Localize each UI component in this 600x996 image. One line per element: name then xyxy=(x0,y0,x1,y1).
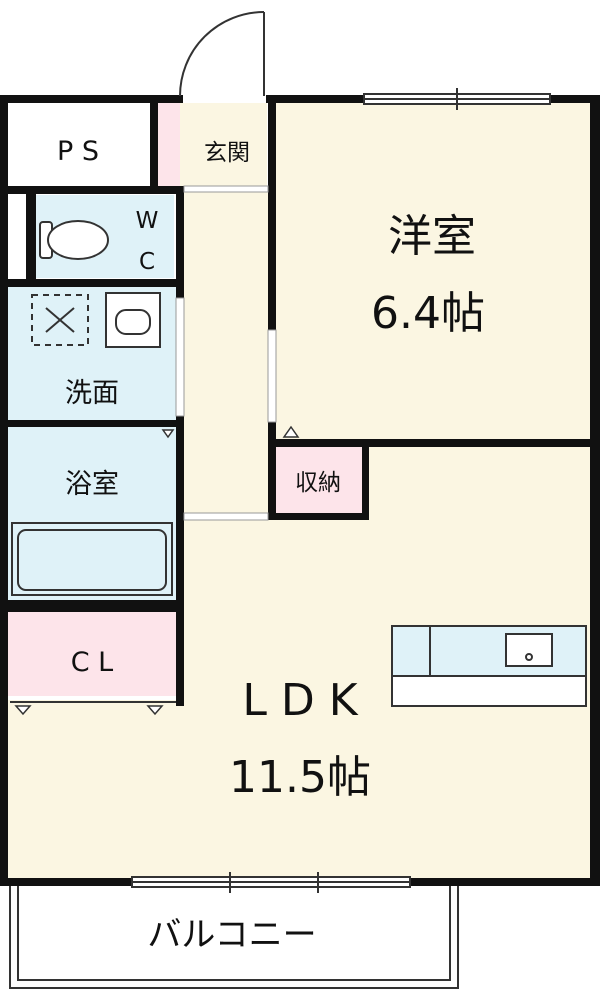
balcony-label: バルコニー xyxy=(147,915,316,955)
ldk-floor xyxy=(8,447,590,878)
shuno-label: 収納 xyxy=(295,470,341,496)
sink xyxy=(505,633,553,667)
counter-top xyxy=(391,625,587,677)
washbasin xyxy=(105,292,161,348)
washbasin-bowl xyxy=(115,309,151,335)
wc-label-c: C xyxy=(139,249,155,275)
wall-senmen-bottom xyxy=(8,420,176,427)
storage-strip-left-of-genkan xyxy=(158,103,180,186)
door-ldk-hall xyxy=(183,512,269,521)
wc-label-w: W xyxy=(136,208,159,234)
bathtub-inner xyxy=(17,529,167,591)
wall-left xyxy=(0,95,8,886)
ps-label: P S xyxy=(57,136,99,167)
balcony-inner xyxy=(17,886,451,981)
door-senmen xyxy=(175,297,185,417)
wall-yoshitsu-bottom xyxy=(276,439,590,447)
wall-wc-bottom xyxy=(8,279,184,287)
genkan-floor xyxy=(180,103,267,186)
cl-floor xyxy=(8,612,178,696)
wall-bath-bottom xyxy=(8,600,178,612)
wall-ps-bottom xyxy=(8,186,184,194)
yoshitsu-size: 6.4帖 xyxy=(371,288,485,339)
washer-space xyxy=(31,294,89,346)
yokushitsu-label: 浴室 xyxy=(65,469,119,500)
toilet-bowl xyxy=(47,220,109,260)
balcony xyxy=(9,886,459,989)
senmen-fixtures xyxy=(31,292,161,348)
wall-shuno-right xyxy=(362,447,369,520)
door-markers xyxy=(14,425,300,716)
wall-wet-right xyxy=(176,186,184,706)
wall-shuno-bottom xyxy=(268,513,369,520)
ps-floor xyxy=(8,103,151,186)
wall-ps-right xyxy=(150,103,158,186)
yoshitsu-name: 洋室 xyxy=(388,211,476,262)
room-floors xyxy=(8,103,590,878)
entrance-door xyxy=(179,11,265,97)
senmen-label: 洗面 xyxy=(65,378,119,409)
counter-base xyxy=(391,675,587,707)
yoshitsu-floor xyxy=(276,103,590,439)
wall-right xyxy=(590,95,600,886)
hallway-floor xyxy=(184,188,269,515)
kitchen-counter xyxy=(391,625,587,707)
sink-drain xyxy=(525,653,533,661)
cl-label: C L xyxy=(71,647,113,678)
ldk-size: 11.5帖 xyxy=(229,752,371,803)
door-genkan-step xyxy=(183,185,269,193)
genkan-label: 玄関 xyxy=(204,140,250,166)
wall-hall-right xyxy=(268,103,276,520)
bathtub xyxy=(11,522,173,596)
wall-top-left xyxy=(0,95,183,103)
wall-wc-left xyxy=(26,194,36,281)
windows xyxy=(131,88,551,893)
ldk-name: L D K xyxy=(242,675,358,726)
interior-doors xyxy=(175,185,277,521)
washer-x-2 xyxy=(45,307,75,333)
entrance-door-arc xyxy=(179,11,265,97)
toilet-fixture xyxy=(39,220,109,260)
shuno-floor xyxy=(276,444,362,514)
balcony-outer xyxy=(9,886,459,989)
door-yoshitsu xyxy=(267,329,277,423)
